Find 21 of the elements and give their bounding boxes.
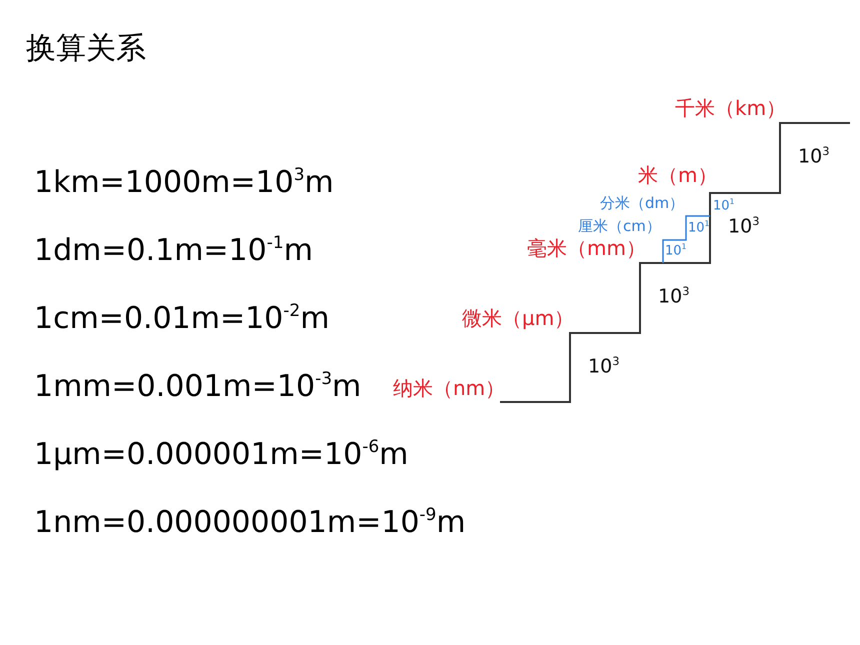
equation: 1nm=0.000000001m=10$^{-9}$m [34, 507, 466, 538]
unit-label: 米（m） [638, 165, 718, 185]
unit-label: 厘米（cm） [578, 219, 661, 234]
step-value: 10$^{3}$ [658, 286, 690, 306]
unit-label: 千米（km） [675, 98, 786, 118]
unit-label: 分米（dm） [600, 196, 684, 211]
unit-label: 纳米（nm） [393, 378, 506, 398]
step-value: 10$^{3}$ [728, 216, 760, 236]
equation: 1dm=0.1m=10$^{-1}$m [34, 235, 313, 266]
equation: 1km=1000m=10$^{3}$m [34, 167, 334, 198]
step-value: 10$^{1}$ [713, 198, 735, 212]
equation: 1μm=0.000001m=10$^{-6}$m [34, 439, 408, 470]
step-value: 10$^{3}$ [588, 356, 620, 376]
title: 换算关系 [26, 34, 146, 64]
step-value: 10$^{3}$ [798, 146, 830, 166]
equation: 1mm=0.001m=10$^{-3}$m [34, 371, 362, 402]
step-value: 10$^{1}$ [688, 220, 710, 234]
unit-label: 微米（μm） [462, 308, 574, 328]
equation: 1cm=0.01m=10$^{-2}$m [34, 303, 330, 334]
unit-label: 毫米（mm） [527, 238, 646, 258]
step-value: 10$^{1}$ [665, 243, 687, 258]
